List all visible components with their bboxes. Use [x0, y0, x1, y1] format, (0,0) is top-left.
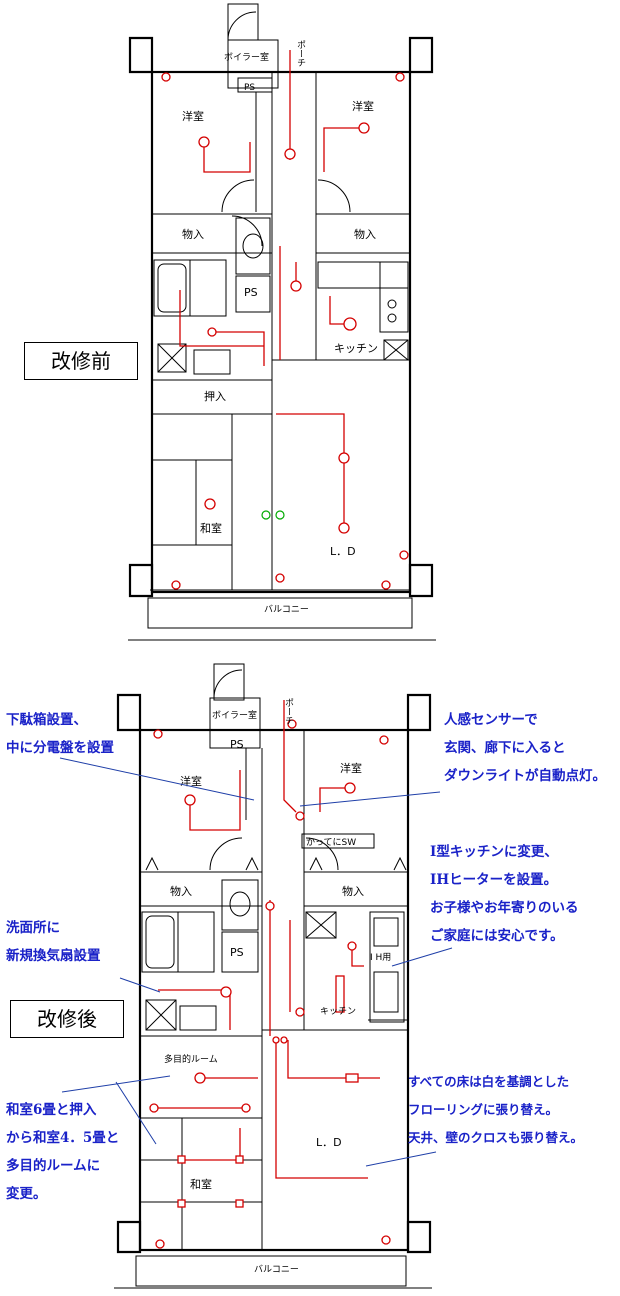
after-ps-top-label: PS — [230, 738, 244, 751]
after-western-left-label: 洋室 — [180, 774, 202, 788]
after-balcony-label: バルコニー — [254, 1264, 299, 1275]
note-shoe-box: 下駄箱設置、 中に分電盤を設置 — [6, 712, 114, 756]
note-kitchen: I型キッチンに変更、 IHヒーターを設置。 お子様やお年寄りのいる ご家庭には安… — [430, 844, 579, 944]
before-storage-left-label: 物入 — [182, 227, 204, 241]
before-plan: ボイラー室 PS ポーチ 洋室 洋室 物入 物入 PS キッチン 押入 和室 L… — [128, 3, 436, 641]
after-ld-label: L．D — [316, 1136, 342, 1149]
after-porch-label: ポーチ — [283, 698, 294, 725]
after-japanese-label: 和室 — [190, 1177, 212, 1191]
after-kitchen-label: キッチン — [320, 1006, 356, 1017]
before-ps-mid-label: PS — [244, 286, 258, 299]
after-boiler-label: ボイラー室 — [212, 709, 257, 721]
after-sw-label: かってにSW — [306, 837, 356, 848]
after-ps-mid-label: PS — [230, 946, 244, 959]
before-porch-label: ポーチ — [295, 40, 306, 67]
after-storage-left-label: 物入 — [170, 884, 192, 898]
before-boiler-label: ボイラー室 — [224, 51, 269, 63]
after-western-right-label: 洋室 — [340, 761, 362, 775]
after-multi-label: 多目的ルーム — [164, 1053, 218, 1065]
after-title: 改修後 — [10, 1000, 124, 1038]
before-western-right-label: 洋室 — [352, 99, 374, 113]
before-balcony-label: バルコニー — [264, 604, 309, 615]
before-western-left-label: 洋室 — [182, 109, 204, 123]
before-title: 改修前 — [24, 342, 138, 380]
before-storage-right-label: 物入 — [354, 227, 376, 241]
after-storage-right-label: 物入 — [342, 884, 364, 898]
before-ps-top-label: PS — [244, 83, 255, 93]
note-sensor: 人感センサーで 玄関、廊下に入ると ダウンライトが自動点灯。 — [444, 712, 606, 784]
note-fan: 洗面所に 新規換気扇設置 — [6, 920, 101, 964]
after-plan: ボイラー室 PS ポーチ 洋室 洋室 かってにSW 物入 物入 PS I H用 … — [59, 663, 453, 1289]
before-kitchen-label: キッチン — [334, 342, 378, 355]
note-japanese-room: 和室6畳と押入 から和室4．5畳と 多目的ルームに 変更。 — [6, 1102, 120, 1202]
note-floor: すべての床は白を基調とした フローリングに張り替え。 天井、壁のクロスも張り替え… — [408, 1074, 584, 1145]
before-ld-label: L．D — [330, 545, 356, 558]
before-closet-label: 押入 — [204, 389, 226, 403]
before-japanese-label: 和室 — [200, 521, 222, 535]
after-ih-label: I H用 — [370, 952, 391, 963]
